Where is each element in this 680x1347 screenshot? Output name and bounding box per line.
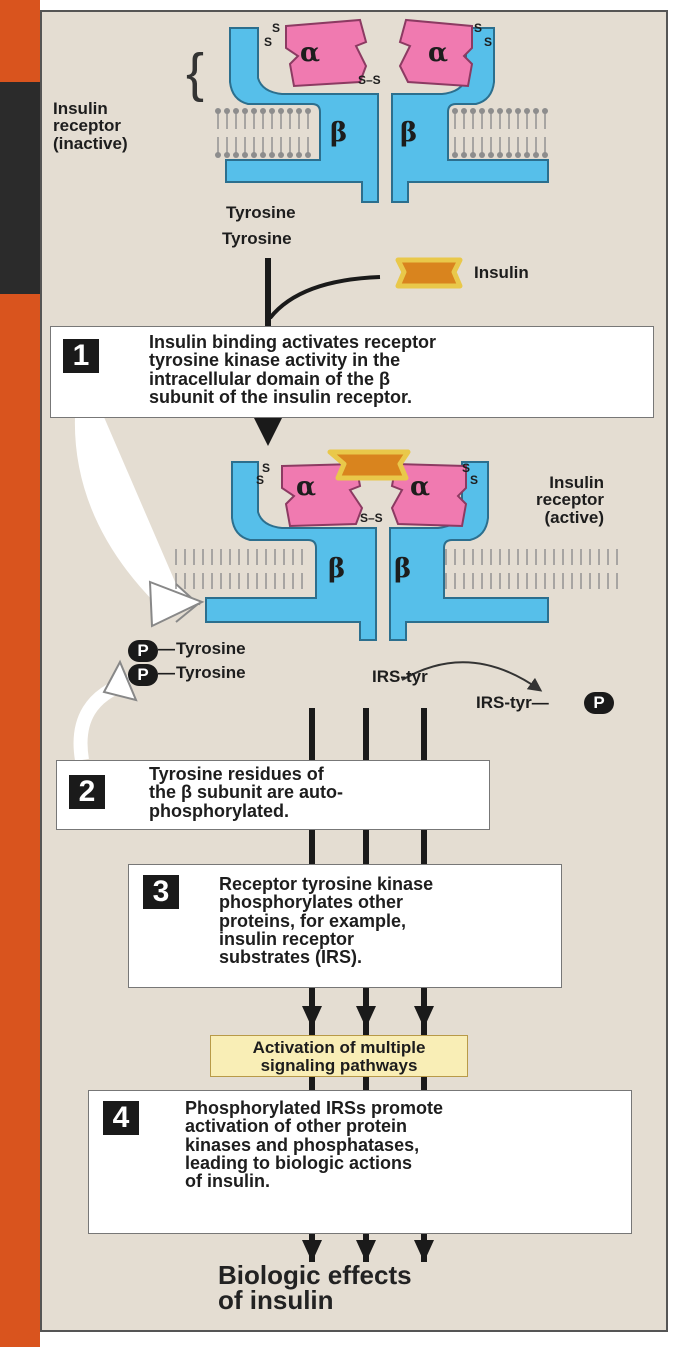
sulfur-label-7: S	[462, 462, 470, 474]
sulfur-label-3: S	[474, 22, 482, 34]
sulfur-label-6: S	[256, 474, 264, 486]
step-1-number: 1	[63, 339, 99, 373]
irs-tyr-phosphorylated-label: IRS-tyr—	[476, 694, 549, 711]
phosphate-badge-2: P	[128, 664, 158, 686]
tyrosine-label-1: Tyrosine	[226, 204, 296, 221]
alpha-label-active-right: α	[410, 474, 430, 501]
tyrosine-label-active-2: Tyrosine	[176, 664, 246, 681]
beta-label-inactive-right: β	[400, 120, 417, 147]
membrane-bilayer-inactive	[218, 113, 545, 153]
sulfur-label-1: S	[272, 22, 280, 34]
tyrosine-label-active-1: Tyrosine	[176, 640, 246, 657]
step-3-number: 3	[143, 875, 179, 909]
disulfide-label-inactive: S–S	[358, 74, 381, 86]
step-2-text: Tyrosine residues of the β subunit are a…	[149, 765, 343, 820]
step-4-box: 4 Phosphorylated IRSs promote activation…	[88, 1090, 632, 1234]
phosphate-badge-1: P	[128, 640, 158, 662]
step-4-number: 4	[103, 1101, 139, 1135]
sulfur-label-8: S	[470, 474, 478, 486]
step-2-number: 2	[69, 775, 105, 809]
alpha-label-active-left: α	[296, 474, 316, 501]
step-3-text: Receptor tyrosine kinase phosphorylates …	[219, 875, 433, 967]
step-1-box: 1 Insulin binding activates receptor tyr…	[50, 326, 654, 418]
sulfur-label-2: S	[264, 36, 272, 48]
signaling-pathways-text: Activation of multiple signaling pathway…	[253, 1038, 426, 1075]
brace-symbol: {	[186, 46, 204, 101]
beta-label-active-right: β	[394, 556, 411, 583]
step-4-text: Phosphorylated IRSs promote activation o…	[185, 1099, 443, 1191]
beta-label-inactive-left: β	[330, 120, 347, 147]
irs-tyr-label: IRS-tyr	[372, 668, 428, 685]
insulin-molecule	[398, 260, 460, 286]
disulfide-label-active: S–S	[360, 512, 383, 524]
label-receptor-active: Insulin receptor (active)	[536, 474, 604, 526]
insulin-label: Insulin	[474, 264, 529, 281]
step-3-box: 3 Receptor tyrosine kinase phosphorylate…	[128, 864, 562, 988]
insulin-bound	[330, 452, 408, 478]
alpha-label-inactive-left: α	[300, 40, 320, 67]
step-2-box: 2 Tyrosine residues of the β subunit are…	[56, 760, 490, 830]
step-1-text: Insulin binding activates receptor tyros…	[149, 333, 436, 406]
signaling-pathways-box: Activation of multiple signaling pathway…	[210, 1035, 468, 1077]
alpha-label-inactive-right: α	[428, 40, 448, 67]
tyrosine-label-2: Tyrosine	[222, 230, 292, 247]
alpha-subunit-left	[286, 20, 366, 86]
phosphate-badge-irs: P	[584, 692, 614, 714]
sulfur-label-4: S	[484, 36, 492, 48]
beta-label-active-left: β	[328, 556, 345, 583]
label-receptor-inactive: Insulin receptor (inactive)	[53, 100, 128, 152]
final-outcome-label: Biologic effects of insulin	[218, 1263, 412, 1312]
